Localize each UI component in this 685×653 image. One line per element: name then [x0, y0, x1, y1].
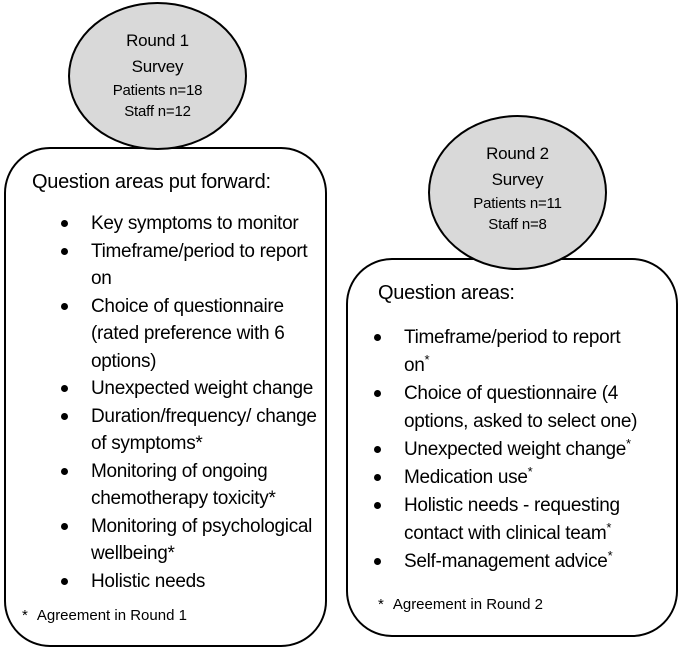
bullet-line: Monitoring of psychological [91, 515, 313, 537]
bullet-item: Self-management advice* [374, 548, 637, 576]
bullet-item: Holistic needs - requesting contact with … [374, 492, 637, 548]
round1-survey-circle: Round 1 Survey Patients n=18 Staff n=12 [68, 2, 247, 150]
bullet-item: Holistic needs [61, 568, 317, 596]
bullet-line: chemotherapy toxicity* [91, 488, 276, 509]
agreement-asterisk: * [606, 520, 612, 535]
round2-circle-subtitle: Survey [491, 170, 544, 189]
bullet-line: Choice of questionnaire [91, 295, 284, 317]
bullet-line: Timeframe/period to report [404, 327, 621, 348]
round2-footnote-text: Agreement in Round 2 [392, 596, 543, 613]
bullet-line: options) [91, 350, 157, 372]
round2-box-title: Question areas: [378, 282, 515, 304]
bullet-line: Choice of questionnaire (4 [404, 383, 619, 404]
round2-footnote: * Agreement in Round 2 [378, 596, 543, 614]
bullet-line: Key symptoms to monitor [91, 213, 299, 234]
bullet-icon [61, 247, 68, 255]
bullet-line: on [91, 268, 112, 289]
round1-footnote: * Agreement in Round 1 [22, 607, 187, 625]
bullet-item: Monitoring of ongoing chemotherapy toxici… [61, 458, 317, 513]
round2-survey-circle: Round 2 Survey Patients n=11 Staff n=8 [428, 115, 607, 270]
bullet-line: Holistic needs [91, 570, 206, 592]
footnote-asterisk: * [22, 607, 28, 624]
bullet-line: (rated preference with 6 [91, 323, 285, 344]
bullet-item: Unexpected weight change* [374, 436, 637, 464]
bullet-item: Key symptoms to monitor [61, 210, 317, 238]
agreement-asterisk: * [626, 436, 632, 451]
bullet-icon [61, 385, 68, 392]
bullet-item: Timeframe/period to report on* [374, 324, 637, 380]
bullet-item: Duration/frequency/ change of symptoms* [61, 403, 317, 458]
bullet-icon [374, 474, 381, 481]
bullet-icon [61, 522, 68, 530]
bullet-item: Choice of questionnaire (rated preference… [61, 293, 317, 376]
bullet-item: Unexpected weight change [61, 375, 317, 403]
round2-patients-count: Patients n=11 [473, 195, 562, 212]
bullet-line: contact with clinical team* [404, 520, 612, 544]
bullet-line: Duration/frequency/ change [91, 405, 317, 427]
bullet-line: Self-management advice* [404, 548, 613, 572]
agreement-asterisk: * [424, 352, 430, 367]
bullet-icon [374, 390, 381, 397]
round2-question-box: Question areas: Timeframe/period to repo… [346, 258, 678, 637]
bullet-line: of symptoms* [91, 433, 203, 454]
bullet-item: Monitoring of psychological wellbeing* [61, 513, 317, 568]
bullet-line: Medication use* [404, 464, 533, 488]
round2-circle-title: Round 2 [486, 144, 549, 163]
bullet-line: Monitoring of ongoing [91, 460, 268, 482]
round2-staff-count: Staff n=8 [488, 216, 547, 233]
bullet-line: Unexpected weight change* [404, 436, 632, 460]
round1-footnote-text: Agreement in Round 1 [36, 607, 187, 624]
bullet-icon [61, 467, 68, 475]
bullet-line: Holistic needs - requesting [404, 495, 620, 516]
bullet-icon [61, 302, 68, 310]
round1-circle-title: Round 1 [126, 31, 189, 50]
bullet-icon [374, 446, 381, 453]
bullet-line: wellbeing* [91, 543, 175, 564]
round1-question-box: Question areas put forward: Key symptoms… [4, 147, 327, 647]
round1-circle-subtitle: Survey [131, 57, 184, 76]
bullet-item: Medication use* [374, 464, 637, 492]
bullet-line: Timeframe/period to report [91, 240, 308, 262]
bullet-icon [374, 558, 381, 565]
footnote-asterisk: * [378, 596, 384, 613]
bullet-icon [374, 334, 381, 341]
round2-bullet-list: Timeframe/period to report on* Choice of q… [374, 324, 637, 576]
round1-patients-count: Patients n=18 [112, 82, 203, 99]
bullet-icon [61, 412, 68, 420]
bullet-item: Choice of questionnaire (4 options, asked… [374, 380, 637, 436]
bullet-line: options, asked to select one) [404, 411, 638, 432]
bullet-icon [374, 502, 381, 509]
agreement-asterisk: * [527, 464, 533, 479]
bullet-line: on* [404, 352, 430, 376]
bullet-icon [61, 577, 68, 585]
bullet-item: Timeframe/period to report on [61, 238, 317, 293]
bullet-icon [61, 220, 68, 227]
round1-box-title: Question areas put forward: [32, 171, 271, 193]
agreement-asterisk: * [607, 548, 613, 563]
bullet-line: Unexpected weight change [91, 378, 314, 399]
round1-staff-count: Staff n=12 [124, 103, 191, 120]
